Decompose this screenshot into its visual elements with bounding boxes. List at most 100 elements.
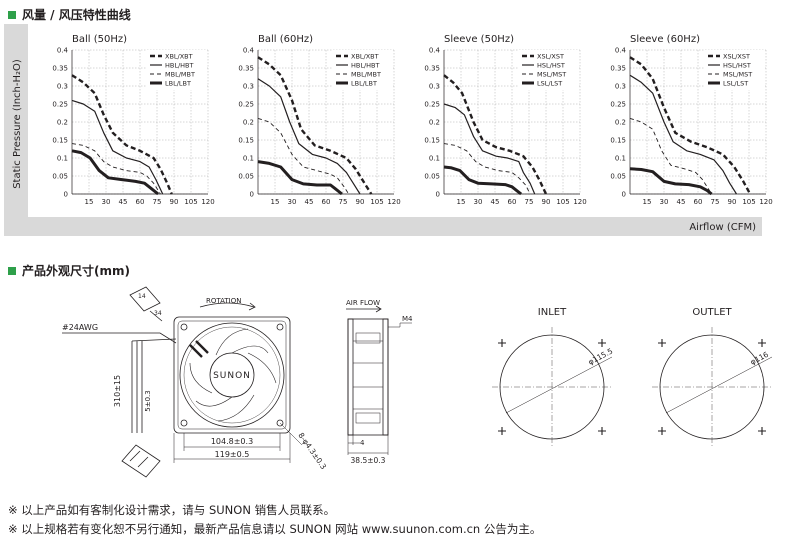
series-line-4 [629,167,713,196]
y-tick-label: 0.2 [57,119,68,127]
dim-hole-span: 104.8±0.3 [211,437,253,446]
x-tick-label: 30 [288,198,297,206]
rotation-arrowhead-icon [248,302,256,311]
x-tick-label: 105 [742,198,755,206]
y-tick-label: 0.35 [52,65,68,73]
series-line-2 [257,78,361,195]
perf-xlabel: Airflow (CFM) [689,222,756,233]
x-tick-label: 90 [728,198,737,206]
x-tick-label: 30 [102,198,111,206]
section-bullet-icon [8,10,16,19]
panel-white-area [28,24,762,217]
x-tick-label: 15 [457,198,466,206]
airflow-label: AIR FLOW [346,299,380,307]
series-line-3 [443,143,531,195]
chart-group: Ball (50Hz) 0 0.05 0.1 0.15 0.2 0.25 0.3 0.35 0.4… [52,34,772,206]
chart-title: Ball (50Hz) [72,34,127,45]
legend-label: MBL/MBT [351,71,381,79]
y-tick-label: 0.1 [429,155,440,163]
y-tick-label: 0.25 [52,101,68,109]
x-tick-label: 90 [542,198,551,206]
x-tick-label: 60 [322,198,331,206]
legend-label: MSL/MST [537,71,566,79]
section-dimensions-heading: 产品外观尺寸(mm) [8,262,130,279]
chart-title: Ball (60Hz) [258,34,313,45]
legend-label: XSL/XST [723,53,750,61]
x-tick-label: 60 [136,198,145,206]
x-tick-label: 15 [271,198,280,206]
x-tick-label: 105 [370,198,383,206]
chart-2: Ball (60Hz)00.050.10.150.20.250.30.350.4… [238,34,400,206]
performance-curves-panel: Static Pressure (Inch-H₂O) Airflow (CFM)… [4,24,773,236]
legend-label: LBL/LBT [351,80,377,88]
dim-small-a: 14 [138,293,146,300]
y-tick-label: 0 [64,191,68,199]
x-tick-label: 105 [184,198,197,206]
series-line-2 [629,74,738,195]
x-tick-label: 45 [305,198,314,206]
y-tick-label: 0.05 [238,173,254,181]
y-tick-label: 0.35 [424,65,440,73]
chart-3: Sleeve (50Hz)00.050.10.150.20.250.30.350… [424,34,586,206]
x-tick-label: 60 [694,198,703,206]
series-line-1 [443,74,548,195]
section-performance-heading: 风量 / 风压特性曲线 [8,6,131,23]
note-custom: ※ 以上产品如有客制化设计需求，请与 SUNON 销售人员联系。 [8,503,336,517]
legend-label: MBL/MBT [165,71,195,79]
x-tick-label: 75 [711,198,720,206]
y-tick-label: 0.2 [243,119,254,127]
x-tick-label: 45 [677,198,686,206]
chart-1: Ball (50Hz)00.050.10.150.20.250.30.350.4… [52,34,214,206]
y-tick-label: 0.35 [610,65,626,73]
y-tick-label: 0.4 [57,47,69,55]
dim-small-b: 34 [154,310,162,317]
rotation-arrow-icon [199,302,255,308]
y-tick-label: 0.3 [615,83,626,91]
outlet-label: OUTLET [692,307,732,318]
x-tick-label: 30 [474,198,483,206]
y-tick-label: 0.15 [238,137,254,145]
y-tick-label: 0.15 [52,137,68,145]
y-tick-label: 0 [250,191,254,199]
y-tick-label: 0.25 [424,101,440,109]
y-tick-label: 0.1 [57,155,68,163]
inlet-cutout [492,327,613,447]
x-tick-label: 90 [356,198,365,206]
series-line-4 [257,160,343,196]
fan-side-view [347,318,389,436]
series-line-3 [629,117,712,195]
dim-depth: 38.5±0.3 [351,456,386,465]
y-tick-label: 0.25 [610,101,626,109]
legend-label: LSL/LST [537,80,562,88]
fan-front-view [173,316,291,434]
series-line-1 [629,56,752,195]
dim-wire-length: 310±15 [113,375,122,407]
y-tick-label: 0.1 [615,155,626,163]
x-tick-label: 60 [508,198,517,206]
section-title: 风量 / 风压特性曲线 [22,8,131,22]
y-tick-label: 0.3 [57,83,68,91]
x-tick-label: 75 [525,198,534,206]
dim-screw: M4 [402,315,413,323]
y-tick-label: 0 [622,191,626,199]
x-tick-label: 45 [491,198,500,206]
dim-frame: 119±0.5 [215,450,250,459]
x-tick-label: 15 [643,198,652,206]
legend-label: XBL/XBT [165,53,193,61]
inlet-diameter: φ115.5 [587,346,615,366]
series-line-3 [71,143,161,195]
legend-label: HBL/HBT [351,62,380,70]
x-tick-label: 30 [660,198,669,206]
legend-label: LBL/LBT [165,80,191,88]
connector-top: 14 34 [129,286,163,322]
section-title: 产品外观尺寸(mm) [22,264,130,278]
x-tick-label: 120 [573,198,586,206]
y-tick-label: 0.3 [429,83,440,91]
legend-label: HSL/HST [723,62,751,70]
series-line-1 [257,56,373,195]
series-line-1 [71,74,173,195]
y-tick-label: 0.35 [238,65,254,73]
series-line-4 [71,149,160,196]
y-tick-label: 0.2 [429,119,440,127]
x-tick-label: 45 [119,198,128,206]
